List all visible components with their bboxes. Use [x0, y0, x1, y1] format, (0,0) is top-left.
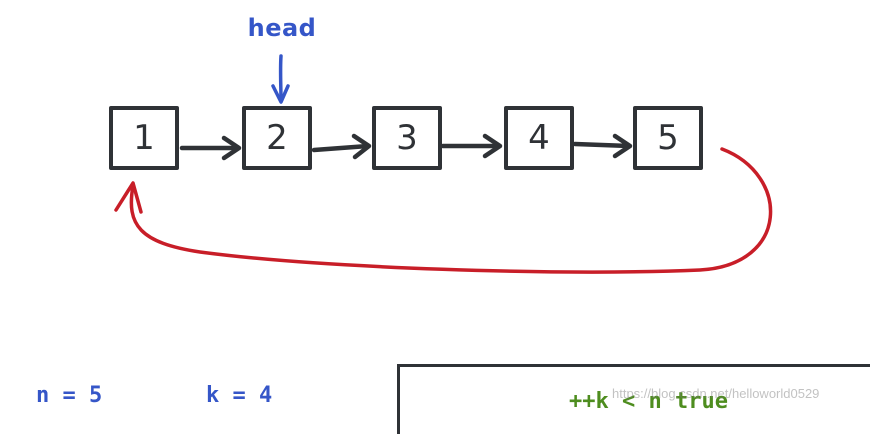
list-node-1: 1: [109, 106, 179, 170]
linked-list-diagram: head 1 2 3 4 5 n = 5 k = 4 ++k < n true …: [36, 14, 870, 434]
node-value: 4: [528, 118, 550, 158]
node-value: 1: [133, 118, 155, 158]
next-arrow-4-to-5: [572, 133, 633, 159]
next-arrow-1-to-2: [179, 135, 242, 161]
head-label: head: [247, 14, 317, 42]
head-pointer-arrow: [271, 54, 290, 104]
diagram-arrows-layer: [114, 54, 773, 274]
list-node-2: 2: [242, 106, 312, 170]
code-condition-line: ++k < n true: [569, 389, 728, 414]
list-node-5: 5: [633, 106, 703, 170]
next-arrow-2-to-3: [311, 133, 372, 160]
node-value: 3: [396, 118, 418, 158]
watermark: https://blog.csdn.net/helloworld0529: [612, 386, 820, 401]
node-value: 5: [657, 118, 679, 158]
circular-link-arrow: [114, 147, 773, 274]
list-node-4: 4: [504, 106, 574, 170]
next-arrow-3-to-4: [440, 133, 503, 159]
node-value: 2: [266, 118, 288, 158]
list-node-3: 3: [372, 106, 442, 170]
variable-k: k = 4: [206, 383, 273, 408]
variable-n: n = 5: [36, 383, 103, 408]
